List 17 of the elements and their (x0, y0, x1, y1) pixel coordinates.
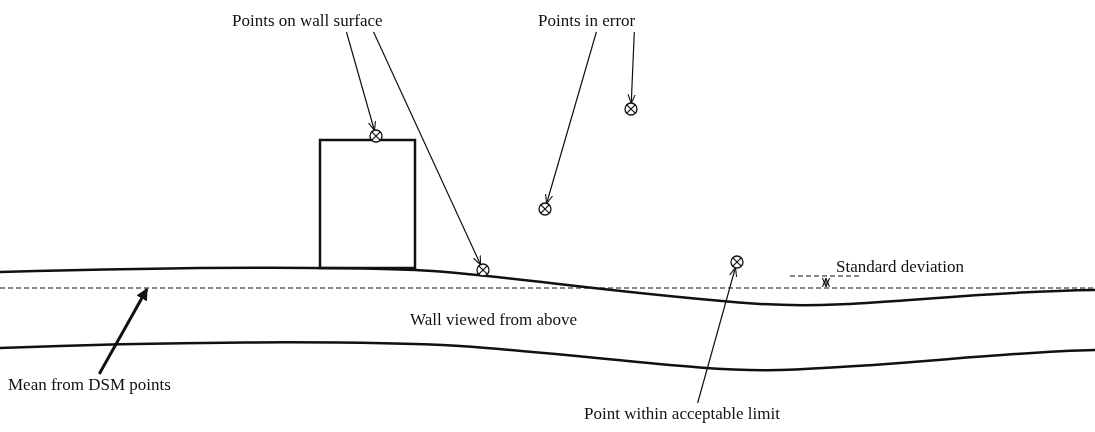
annotation-text: Standard deviation (836, 257, 964, 277)
leader-arrow (545, 31, 597, 205)
annotation-text: Wall viewed from above (410, 310, 578, 330)
callout-text: Point within acceptable limit (584, 404, 780, 424)
callout-text: Points in error (538, 11, 636, 31)
leader-arrow (372, 31, 482, 266)
point-marker (730, 255, 744, 269)
leader-arrow (627, 31, 636, 104)
callout-text: Points on wall surface (232, 11, 383, 31)
leader-arrow (97, 287, 149, 375)
point-marker (476, 263, 490, 277)
point-marker (369, 129, 383, 143)
callout-text: Mean from DSM points (8, 375, 171, 395)
leader-arrow (697, 266, 738, 404)
leader-arrow (345, 31, 376, 132)
point-marker (538, 202, 552, 216)
point-marker (624, 102, 638, 116)
